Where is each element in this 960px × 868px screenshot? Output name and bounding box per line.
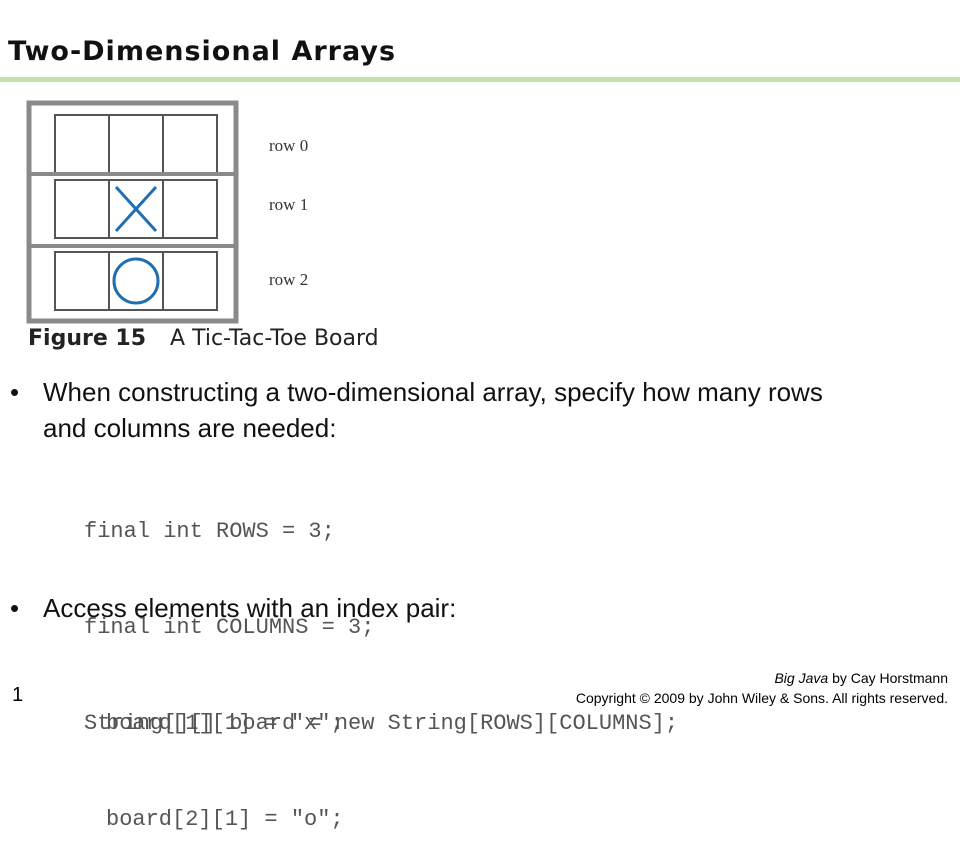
board-row <box>29 244 236 311</box>
bullet-constructing: • When constructing a two-dimensional ar… <box>10 374 860 446</box>
row-label-1: row 1 <box>269 195 309 214</box>
bullet-text: Access elements with an index pair: <box>43 593 457 623</box>
code-line: board[1][1] = "x"; <box>106 711 344 736</box>
book-title: Big Java <box>774 670 829 686</box>
bullet-dot: • <box>10 377 20 407</box>
figure-number: Figure 15 <box>28 326 147 351</box>
book-author: by Cay Horstmann <box>832 670 948 686</box>
board-row <box>29 172 236 239</box>
code-line: board[2][1] = "o"; <box>106 807 344 832</box>
title-underline <box>0 77 960 82</box>
o-mark-icon <box>112 257 160 305</box>
code-block-access: board[1][1] = "x"; board[2][1] = "o"; <box>106 644 344 868</box>
bullet-dot: • <box>10 593 20 623</box>
row-label-0: row 0 <box>269 136 309 155</box>
bullet-text: When constructing a two-dimensional arra… <box>43 377 823 443</box>
figure-caption-text: A Tic-Tac-Toe Board <box>170 326 379 351</box>
board-cell <box>162 179 218 239</box>
footer-credit: Big Java by Cay Horstmann Copyright © 20… <box>576 668 948 708</box>
page-number: 1 <box>12 684 24 706</box>
tic-tac-toe-figure: row 0 row 1 row 2 Figure 15 A Tic-Tac-Toe… <box>26 100 456 362</box>
bullet-access: • Access elements with an index pair: <box>10 590 860 626</box>
slide-title: Two-Dimensional Arrays <box>8 36 397 67</box>
tic-tac-toe-board <box>26 100 239 324</box>
board-cell <box>162 251 218 311</box>
figure-caption: Figure 15 A Tic-Tac-Toe Board <box>28 326 379 351</box>
copyright-notice: Copyright © 2009 by John Wiley & Sons. A… <box>575 690 948 706</box>
code-line: final int COLUMNS = 3; <box>84 615 375 640</box>
x-mark-icon <box>114 185 158 233</box>
row-label-2: row 2 <box>269 270 309 289</box>
code-line: final int ROWS = 3; <box>84 519 335 544</box>
